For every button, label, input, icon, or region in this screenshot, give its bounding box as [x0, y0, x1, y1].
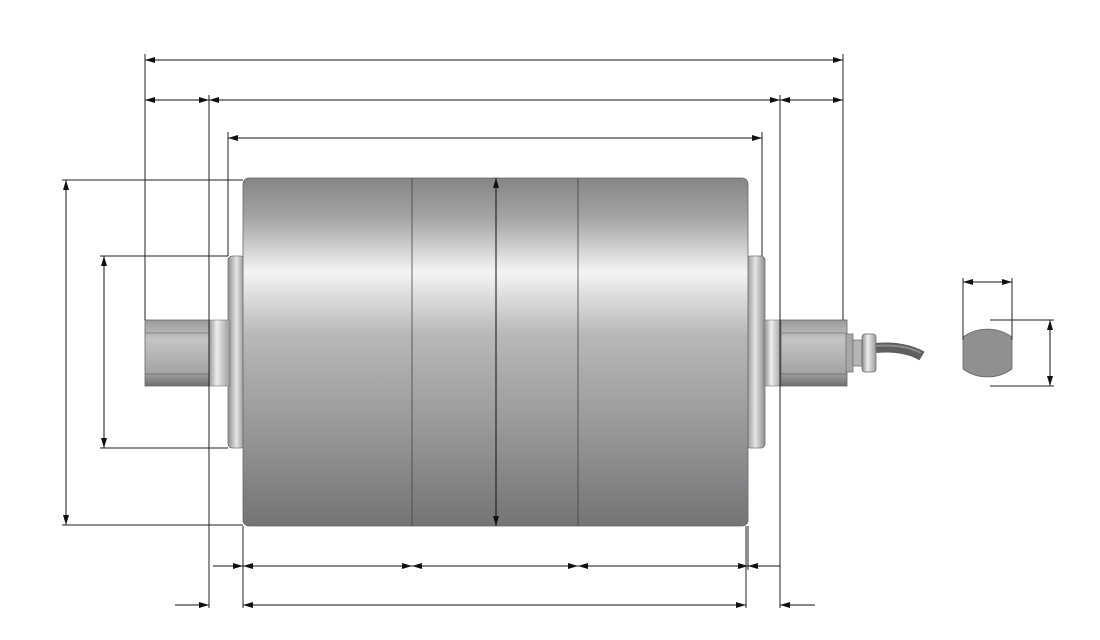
right-flange [745, 255, 766, 449]
dimension-lines [63, 57, 1053, 608]
cable-gland [845, 333, 877, 373]
cable [875, 342, 925, 361]
left-shaft [144, 319, 231, 387]
left-flange [227, 255, 246, 449]
right-shaft [763, 319, 848, 387]
extension-lines [62, 54, 1054, 608]
shaft-cross-section [962, 328, 1013, 378]
